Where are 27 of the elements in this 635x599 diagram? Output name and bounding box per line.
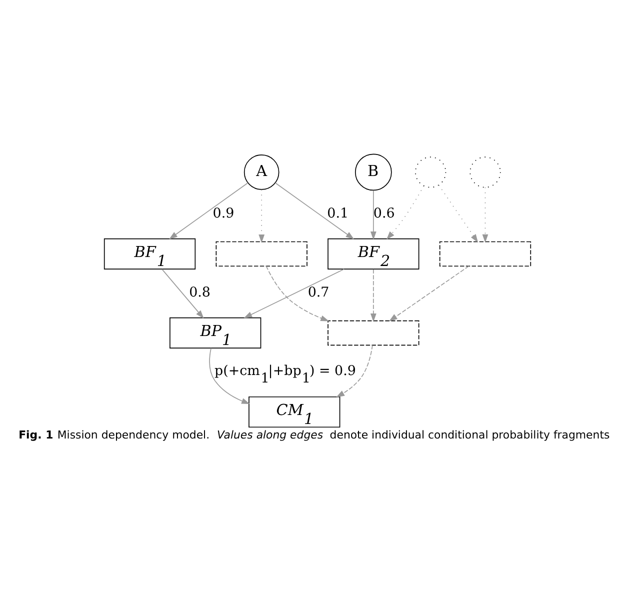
edge-label: 0.9 (212, 206, 234, 222)
edge-label: 0.7 (308, 285, 330, 300)
arrow (274, 182, 354, 239)
node-circle: A (244, 154, 280, 190)
arrow (336, 344, 373, 397)
arrow (370, 190, 376, 240)
edge-label: 0.8 (189, 285, 210, 300)
arrow (266, 265, 330, 321)
arrow (386, 185, 424, 240)
arrow (388, 265, 470, 321)
node-box (439, 240, 532, 266)
arrow (168, 182, 248, 239)
arrow (244, 268, 344, 318)
caption: Fig. 1 Mission dependency model. Values along edges denote individual conditional probability fragments (18, 428, 610, 441)
arrow (370, 268, 376, 322)
edge-label: 0.1 (327, 206, 349, 222)
arrow (438, 184, 478, 242)
node-box (328, 320, 420, 346)
node-circle: B (354, 153, 392, 190)
node-box (216, 240, 308, 266)
edge-label: 0.6 (373, 206, 395, 222)
arrow (162, 268, 204, 318)
node-circle (415, 156, 446, 188)
arrow (209, 347, 250, 404)
arrow (482, 186, 488, 242)
node-circle (470, 156, 501, 188)
arrow (258, 188, 265, 242)
